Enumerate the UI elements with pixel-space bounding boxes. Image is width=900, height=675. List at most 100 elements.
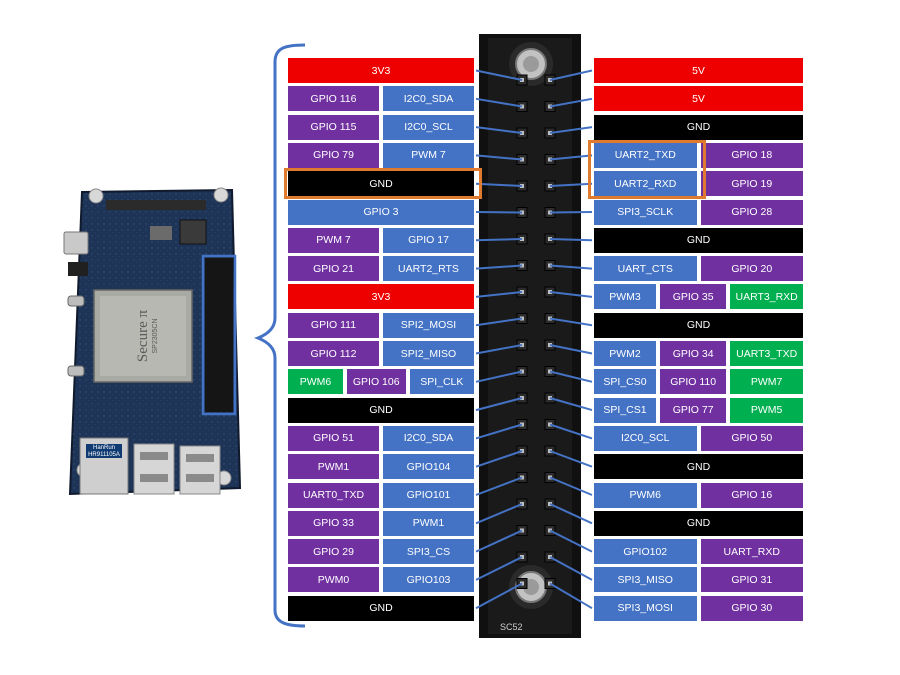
left-pin-label: PWM 7 <box>383 142 474 168</box>
left-pin-label: GPIO 106 <box>346 369 406 395</box>
ethernet-port <box>79 437 129 495</box>
right-wire <box>549 317 593 327</box>
right-wire <box>549 264 593 270</box>
left-pin-label: I2C0_SCL <box>383 114 474 140</box>
right-wire <box>549 370 593 383</box>
right-wire <box>549 582 593 610</box>
right-pin-label: PWM3 <box>594 284 657 310</box>
right-pin-label: SPI_CS0 <box>594 369 657 395</box>
right-pin-label: UART3_RXD <box>730 284 803 310</box>
left-pin-label: PWM0 <box>288 567 379 593</box>
left-wire <box>475 582 523 610</box>
left-pin-label: PWM1 <box>383 510 474 536</box>
right-pin-label: GND <box>594 312 803 338</box>
main-soc <box>93 289 193 383</box>
right-pin-label: UART2_TXD <box>594 142 697 168</box>
usb-ports <box>133 443 221 495</box>
right-pin-label: GPIO102 <box>594 539 697 565</box>
left-pin-label: PWM 7 <box>288 227 379 253</box>
small-chip <box>179 219 207 245</box>
right-wire <box>549 423 593 440</box>
right-wire <box>549 154 593 161</box>
left-pin-label: GPIO 29 <box>288 539 379 565</box>
right-pin-label: 5V <box>594 58 803 83</box>
right-wire <box>549 344 593 355</box>
left-pin-label: UART2_RTS <box>383 256 474 282</box>
left-pin-label: SPI2_MISO <box>383 341 474 366</box>
left-wire <box>475 211 523 214</box>
pcb <box>63 187 242 496</box>
left-pin-label: I2C0_SDA <box>383 425 474 451</box>
left-pin-label: 3V3 <box>288 58 474 83</box>
right-pin-label: UART_RXD <box>700 539 803 565</box>
right-pin-label: GPIO 50 <box>700 425 803 451</box>
right-pin-label: SPI_CS1 <box>594 397 657 423</box>
right-pin-label: GND <box>594 227 803 253</box>
left-wire <box>475 529 523 553</box>
right-pin-label: GPIO 34 <box>660 341 727 366</box>
right-pin-label: PWM6 <box>594 482 697 508</box>
left-pin-label: UART0_TXD <box>288 482 379 508</box>
left-pin-label: GPIO101 <box>383 482 474 508</box>
left-wire <box>475 503 523 525</box>
left-wire <box>475 97 523 108</box>
left-wire <box>475 344 523 355</box>
right-pin-label: PWM5 <box>730 397 803 423</box>
right-pin-label: PWM2 <box>594 341 657 366</box>
left-pin-label: SPI_CLK <box>409 369 474 395</box>
left-wire <box>475 370 523 383</box>
left-wire <box>475 182 523 187</box>
left-pin-label: GPIO 111 <box>288 312 379 338</box>
left-pin-label: GND <box>288 397 474 423</box>
left-pin-label: SPI2_MOSI <box>383 312 474 338</box>
left-pin-label: GND <box>288 171 474 197</box>
right-pin-label: GPIO 19 <box>700 171 803 197</box>
right-pin-label: 5V <box>594 86 803 112</box>
right-pin-label: I2C0_SCL <box>594 425 697 451</box>
right-wire <box>549 97 593 108</box>
usb-c-port <box>67 295 85 307</box>
left-pin-label: GPIO104 <box>383 454 474 480</box>
right-pin-label: UART2_RXD <box>594 171 697 197</box>
right-wire <box>549 529 593 553</box>
right-wire <box>549 556 593 581</box>
right-pin-label: GPIO 20 <box>700 256 803 282</box>
right-pin-label: GND <box>594 454 803 480</box>
header-silk-label: SC52 <box>500 622 523 632</box>
right-pin-label: GPIO 110 <box>660 369 727 395</box>
hdmi-port <box>63 231 89 255</box>
left-wire <box>475 264 523 270</box>
right-wire <box>549 291 593 298</box>
right-wire <box>549 126 593 134</box>
left-pin-label: GPIO 21 <box>288 256 379 282</box>
left-wire <box>475 154 523 161</box>
top-connector <box>106 200 206 210</box>
left-pin-label: GPIO 33 <box>288 510 379 536</box>
left-pin-label: PWM1 <box>288 454 379 480</box>
left-wire <box>475 317 523 327</box>
right-wire <box>549 69 593 81</box>
right-pin-label: PWM7 <box>730 369 803 395</box>
left-wire <box>475 397 523 412</box>
left-wire <box>475 238 523 242</box>
right-wire <box>549 397 593 412</box>
standoff <box>88 188 104 204</box>
right-pin-label: SPI3_MISO <box>594 567 697 593</box>
ethernet-brand: HanRun <box>92 445 115 451</box>
right-wire <box>549 238 593 242</box>
left-pin-label: GPIO 79 <box>288 142 379 168</box>
left-pin-label: PWM6 <box>288 369 343 395</box>
left-pin-label: GPIO 112 <box>288 341 379 366</box>
right-wire <box>549 503 593 525</box>
left-wire <box>475 556 523 581</box>
left-pin-label: GPIO 51 <box>288 425 379 451</box>
left-pin-label: GND <box>288 595 474 621</box>
right-pin-label: GPIO 28 <box>700 199 803 225</box>
right-pin-label: SPI3_SCLK <box>594 199 697 225</box>
right-pin-label: GPIO 35 <box>660 284 727 310</box>
left-wire <box>475 291 523 298</box>
right-pin-label: GPIO 31 <box>700 567 803 593</box>
right-wire <box>549 450 593 468</box>
right-pin-label: GPIO 77 <box>660 397 727 423</box>
